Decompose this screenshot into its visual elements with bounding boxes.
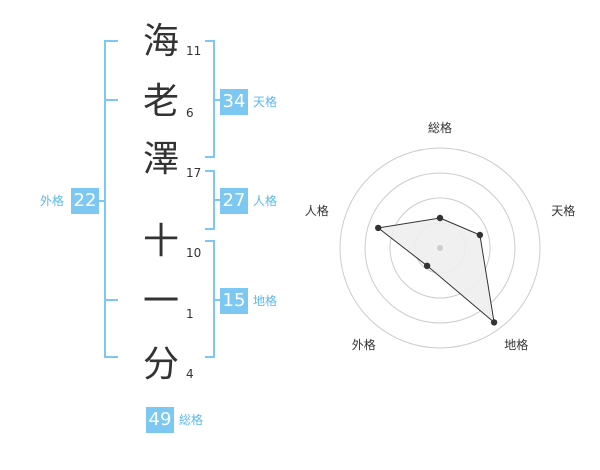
chikaku-bracket [205,240,215,358]
soukaku-value: 49 [146,407,174,433]
stroke-count-5: 1 [186,307,194,321]
radar-ring [339,147,541,349]
fortune-radar-chart: 総格 天格 地格 外格 人格 [305,120,576,352]
jinkaku-value: 27 [220,188,248,214]
chikaku-tick [215,299,223,301]
tenkaku-label: 天格 [253,95,278,109]
stroke-count-3: 17 [186,166,202,180]
stroke-count-2: 6 [186,106,194,120]
name-char-2: 老 [142,81,179,122]
radar-label-chikaku: 地格 [504,337,528,352]
soukaku-label: 総格 [179,413,204,427]
radar-point-2 [476,231,484,239]
jinkaku-label: 人格 [253,194,278,208]
radar-center-dot [437,245,443,251]
gaikaku-value: 22 [71,188,99,214]
name-char-4: 十 [142,221,179,262]
gaikaku-tick-2 [104,299,118,301]
radar-data-polygon [376,217,495,324]
radar-point-4 [423,262,431,269]
gaikaku-tick-mid [98,200,104,202]
tenkaku-tick [215,99,223,101]
radar-point-3 [490,319,498,326]
name-char-1: 海 [142,21,179,62]
chikaku-value: 15 [220,288,248,314]
name-char-3: 澤 [142,139,179,180]
radar-point-1 [436,214,444,222]
radar-label-tenkaku: 天格 [551,203,575,218]
radar-ring [364,172,516,324]
radar-axis-labels: 総格 天格 地格 外格 人格 [305,120,576,352]
name-char-6: 分 [142,344,179,385]
gaikaku-label: 外格 [40,194,65,208]
radar-points [375,214,498,326]
name-char-5: 一 [142,281,179,322]
radar-point-5 [375,224,382,232]
jinkaku-bracket [205,170,215,230]
radar-label-jinkaku: 人格 [305,203,329,218]
stroke-count-4: 10 [186,246,202,260]
chikaku-label: 地格 [253,294,278,308]
stroke-count-6: 4 [186,367,194,381]
tenkaku-bracket [205,40,215,158]
gaikaku-tick-1 [104,99,118,101]
stroke-count-1: 11 [186,44,202,58]
gaikaku-bracket [104,40,118,358]
jinkaku-tick [215,199,223,201]
tenkaku-value: 34 [220,89,248,115]
radar-label-soukaku: 総格 [428,120,452,135]
radar-label-gaikaku: 外格 [352,337,376,352]
name-breakdown-diagram: 海 老 澤 十 一 分 11 6 17 10 1 4 34 天格 27 人格 1… [40,21,278,433]
radar-ring [389,197,491,299]
